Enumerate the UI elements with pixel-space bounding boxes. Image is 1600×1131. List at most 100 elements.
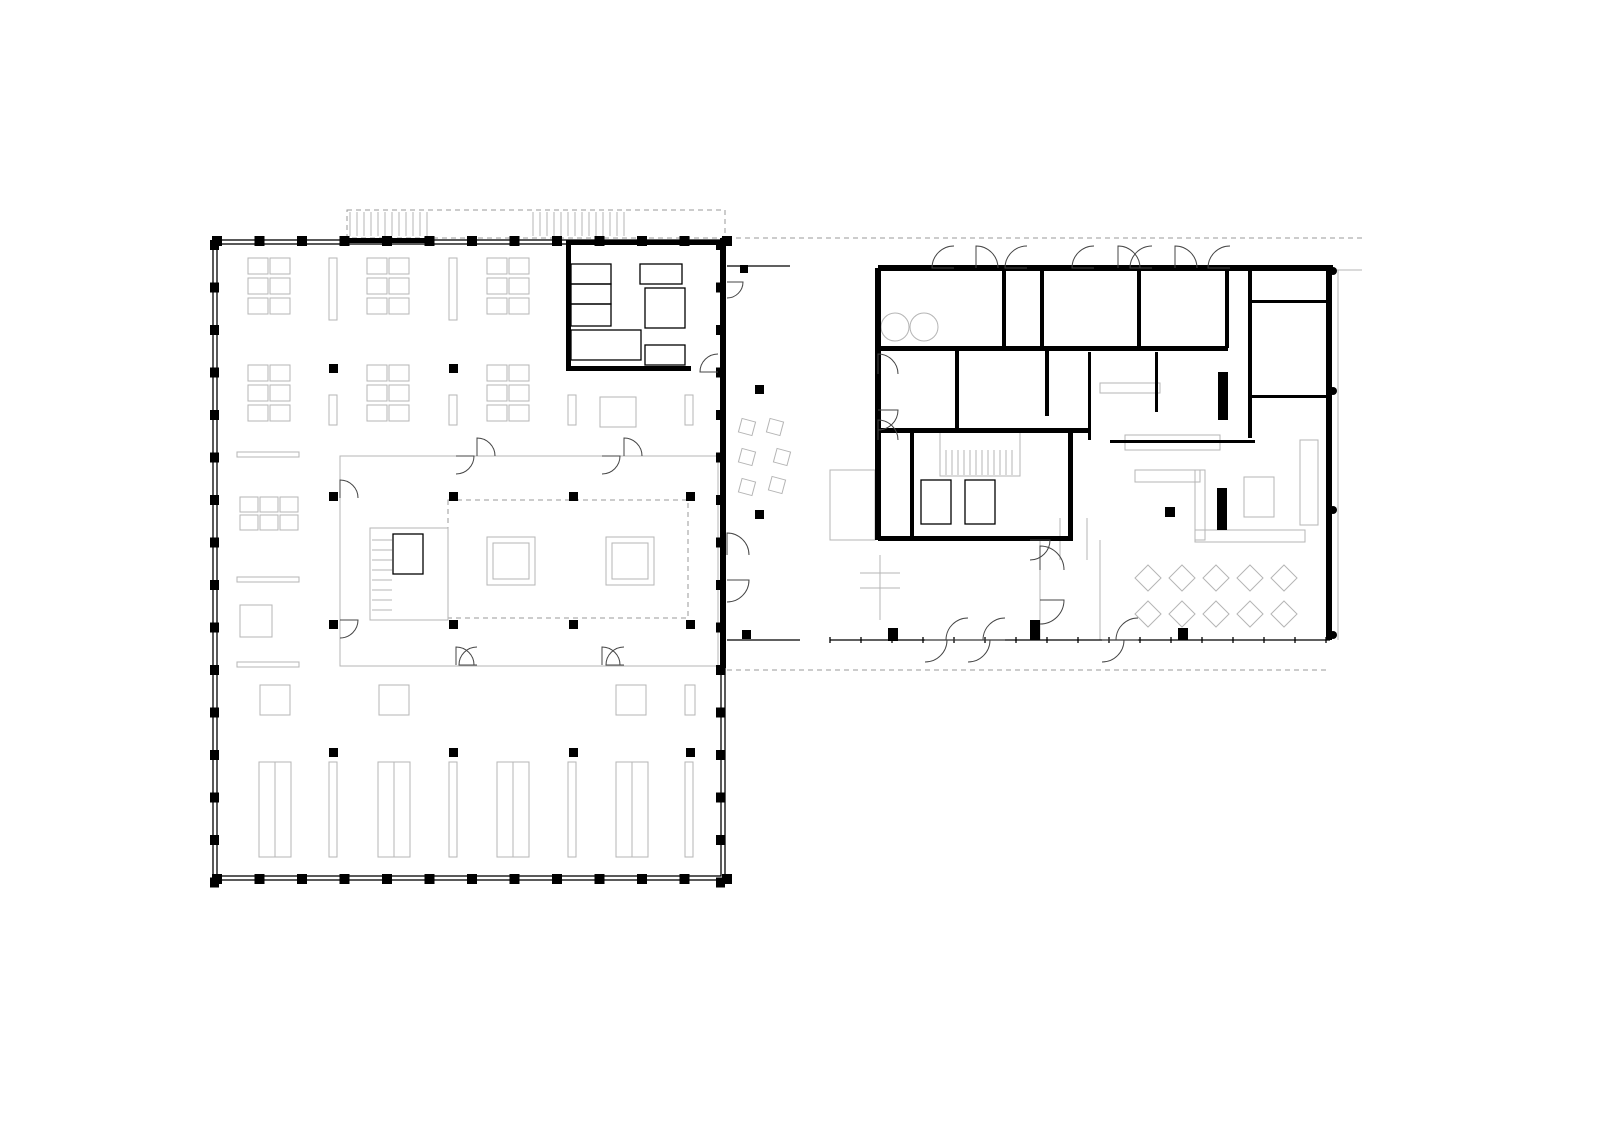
bench bbox=[236, 661, 300, 668]
shelf bbox=[328, 257, 338, 321]
perimeter-column bbox=[722, 874, 732, 884]
reception bbox=[829, 469, 876, 541]
north-wall bbox=[878, 265, 1333, 271]
stack-narrow bbox=[684, 761, 694, 858]
column bbox=[1030, 620, 1040, 640]
perimeter-column bbox=[210, 707, 219, 718]
door bbox=[601, 455, 621, 475]
perimeter-column bbox=[467, 236, 477, 246]
wing-wall bbox=[1250, 395, 1330, 398]
lounge-chair bbox=[737, 417, 757, 437]
perimeter-column bbox=[716, 707, 725, 718]
desk bbox=[388, 384, 410, 402]
interior-column bbox=[449, 492, 458, 501]
perimeter-column bbox=[210, 665, 219, 675]
door bbox=[1004, 245, 1028, 269]
perimeter-column bbox=[210, 537, 219, 548]
wc-room bbox=[570, 329, 642, 361]
core-wall bbox=[1045, 346, 1049, 416]
walls-layer bbox=[210, 236, 1337, 888]
wc-cubicle bbox=[570, 263, 612, 285]
desk bbox=[486, 257, 508, 275]
desk bbox=[259, 496, 279, 513]
perimeter-column bbox=[722, 236, 732, 246]
bench bbox=[236, 451, 300, 458]
perimeter-column bbox=[210, 452, 219, 463]
interior-column bbox=[329, 620, 338, 629]
facade-post bbox=[1329, 631, 1337, 639]
desk bbox=[508, 257, 530, 275]
interior-column bbox=[686, 620, 695, 629]
cafe-table bbox=[1202, 564, 1230, 592]
bar-counter bbox=[1194, 469, 1206, 541]
core-wall bbox=[910, 430, 914, 536]
perimeter-column bbox=[339, 874, 350, 884]
elevator bbox=[392, 533, 424, 575]
perimeter-column bbox=[297, 874, 307, 884]
perimeter-column bbox=[424, 874, 435, 884]
room-row-wall bbox=[878, 346, 1228, 351]
desk bbox=[279, 496, 299, 513]
door bbox=[1115, 617, 1139, 641]
shelf bbox=[328, 394, 338, 426]
door bbox=[975, 245, 999, 269]
stair-core bbox=[369, 527, 449, 621]
desk bbox=[388, 297, 410, 315]
interior-column bbox=[569, 620, 578, 629]
lounge-chair bbox=[737, 477, 757, 497]
door bbox=[699, 353, 719, 373]
desk bbox=[486, 404, 508, 422]
door bbox=[455, 646, 475, 666]
perimeter-column bbox=[509, 236, 520, 246]
wc-wall bbox=[566, 366, 691, 371]
east-wall bbox=[720, 238, 726, 668]
door bbox=[982, 617, 1006, 641]
void-outline bbox=[447, 499, 689, 619]
cafe-table bbox=[1202, 600, 1230, 628]
perimeter-column bbox=[210, 877, 219, 888]
perimeter-column bbox=[716, 750, 725, 760]
cafe-table bbox=[1236, 600, 1264, 628]
shelf bbox=[448, 394, 458, 426]
door bbox=[339, 619, 359, 639]
cafe-table bbox=[1236, 564, 1264, 592]
perimeter-column bbox=[679, 874, 690, 884]
interior-column bbox=[569, 748, 578, 757]
interior-column bbox=[449, 748, 458, 757]
desk bbox=[247, 384, 269, 402]
perimeter-column bbox=[509, 874, 520, 884]
desk bbox=[388, 364, 410, 382]
perimeter-column bbox=[210, 282, 219, 293]
desk bbox=[486, 297, 508, 315]
wing-wall bbox=[1250, 300, 1330, 303]
perimeter-column bbox=[467, 874, 477, 884]
wc-room bbox=[644, 344, 686, 366]
desk bbox=[279, 514, 299, 531]
column bbox=[755, 385, 764, 394]
perimeter-column bbox=[210, 835, 219, 845]
desk bbox=[599, 396, 637, 428]
perimeter-column bbox=[210, 580, 219, 590]
perimeter-column bbox=[594, 874, 605, 884]
lounge-chair bbox=[737, 447, 757, 467]
door bbox=[1129, 245, 1153, 269]
furniture-layer bbox=[236, 212, 1319, 858]
door bbox=[1117, 245, 1141, 269]
perimeter-column bbox=[297, 236, 307, 246]
desk bbox=[508, 404, 530, 422]
desk bbox=[508, 297, 530, 315]
column bbox=[742, 630, 751, 639]
desk bbox=[247, 364, 269, 382]
core-column bbox=[1217, 488, 1227, 530]
desk bbox=[247, 404, 269, 422]
perimeter-column bbox=[716, 792, 725, 803]
door bbox=[967, 639, 991, 663]
machine bbox=[880, 312, 910, 342]
planter bbox=[486, 536, 536, 586]
east-wall bbox=[1326, 265, 1332, 640]
perimeter-column bbox=[210, 410, 219, 420]
desk bbox=[366, 297, 388, 315]
desk bbox=[508, 364, 530, 382]
desk bbox=[388, 404, 410, 422]
